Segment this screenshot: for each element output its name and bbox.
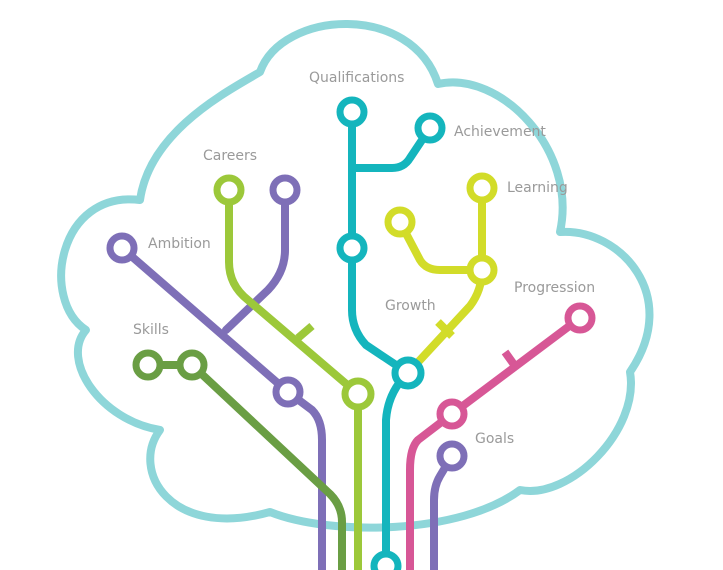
- station-growth-junction: [391, 356, 425, 390]
- label-learning: Learning: [507, 180, 568, 196]
- station-skills-left: [132, 349, 164, 381]
- label-growth: Growth: [385, 298, 436, 314]
- pink-tick: [501, 349, 519, 369]
- purple-ambition-line: [118, 244, 326, 570]
- label-ambition: Ambition: [148, 236, 211, 252]
- teal-achievement-branch: [348, 124, 434, 172]
- station-lime-bottom: [341, 377, 375, 411]
- station-progression: [564, 302, 596, 334]
- station-careers-lime: [213, 174, 245, 206]
- station-goals: [436, 440, 468, 472]
- yellow-tick: [435, 319, 455, 339]
- purple-goals-line: [430, 452, 456, 570]
- label-qualifications: Qualifications: [309, 70, 404, 86]
- label-skills: Skills: [133, 322, 169, 338]
- station-growth-left: [384, 206, 416, 238]
- purple-careers-branch: [222, 186, 289, 334]
- station-learning: [466, 172, 498, 204]
- lime-careers-line: [225, 186, 362, 570]
- label-progression: Progression: [514, 280, 595, 296]
- station-qualifications: [336, 96, 368, 128]
- label-careers: Careers: [203, 148, 257, 164]
- teal-qualifications-line: [348, 108, 412, 570]
- yellow-growth-branch: [396, 218, 486, 274]
- station-teal-bottom: [370, 550, 402, 570]
- station-achievement: [414, 112, 446, 144]
- station-purple-mid: [272, 376, 304, 408]
- lime-tick: [295, 322, 315, 342]
- station-yellow-mid: [466, 254, 498, 286]
- green-skills-line: [144, 361, 346, 570]
- station-ambition: [106, 232, 138, 264]
- station-skills-right: [176, 349, 208, 381]
- station-pink-mid: [436, 398, 468, 430]
- label-goals: Goals: [475, 431, 514, 447]
- label-achievement: Achievement: [454, 124, 546, 140]
- pink-progression-line: [406, 314, 584, 570]
- station-teal-mid: [336, 232, 368, 264]
- station-careers-purple: [269, 174, 301, 206]
